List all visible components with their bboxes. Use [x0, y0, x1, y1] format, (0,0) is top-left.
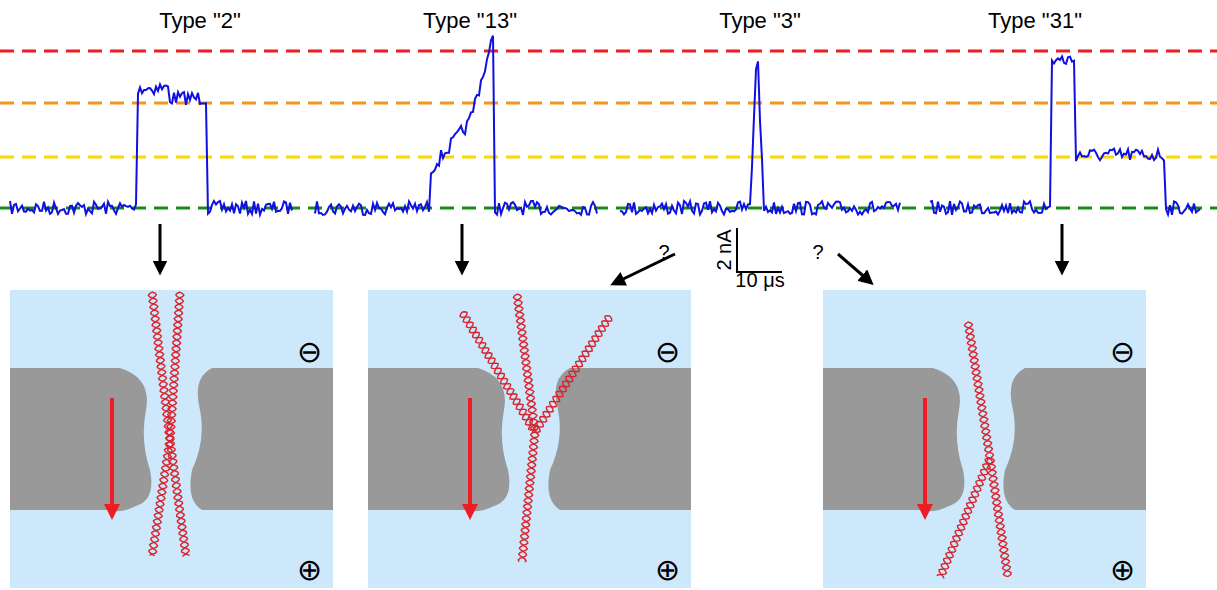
dna-helix [513, 294, 537, 431]
dna-helix [150, 292, 184, 555]
electrode-sign: ⊖ [1110, 337, 1135, 367]
trace-title: Type "3" [719, 10, 801, 32]
current-trace [10, 85, 292, 215]
current-traces [10, 36, 1200, 215]
dna-helix [987, 458, 1012, 577]
pore-panels [10, 290, 1146, 588]
current-trace [315, 36, 597, 215]
black-arrows [160, 224, 1062, 282]
current-trace [930, 56, 1200, 215]
current-trace [620, 61, 900, 214]
scale-bar [737, 228, 782, 272]
dna-helix [535, 316, 612, 432]
electrode-sign: ⊖ [655, 337, 680, 367]
dna-helix [519, 432, 538, 562]
electrode-sign: ⊕ [1110, 555, 1135, 585]
dna-helix [533, 316, 610, 432]
electrode-sign: ⊕ [297, 555, 322, 585]
dna-helix [987, 458, 1010, 577]
trace-title: Type "13" [423, 10, 517, 32]
dna-helix [939, 322, 994, 579]
dna-helix [937, 322, 993, 576]
dna-helix [148, 292, 189, 556]
dna-helix [518, 432, 539, 562]
dna-helix [149, 292, 189, 555]
electrode-sign: ⊕ [655, 555, 680, 585]
dna-helix [514, 294, 538, 431]
level-lines [0, 51, 1217, 208]
dna-strands [148, 292, 1011, 579]
question-mark: ? [658, 242, 669, 262]
electrode-sign: ⊖ [297, 337, 322, 367]
dna-helix [149, 292, 184, 556]
dna-helix [462, 312, 536, 433]
trace-title: Type "2" [159, 10, 241, 32]
scale-label: 2 nA [714, 229, 734, 270]
scale-label: 10 μs [735, 270, 784, 290]
trace-title: Type "31" [988, 10, 1082, 32]
question-mark: ? [812, 242, 823, 262]
